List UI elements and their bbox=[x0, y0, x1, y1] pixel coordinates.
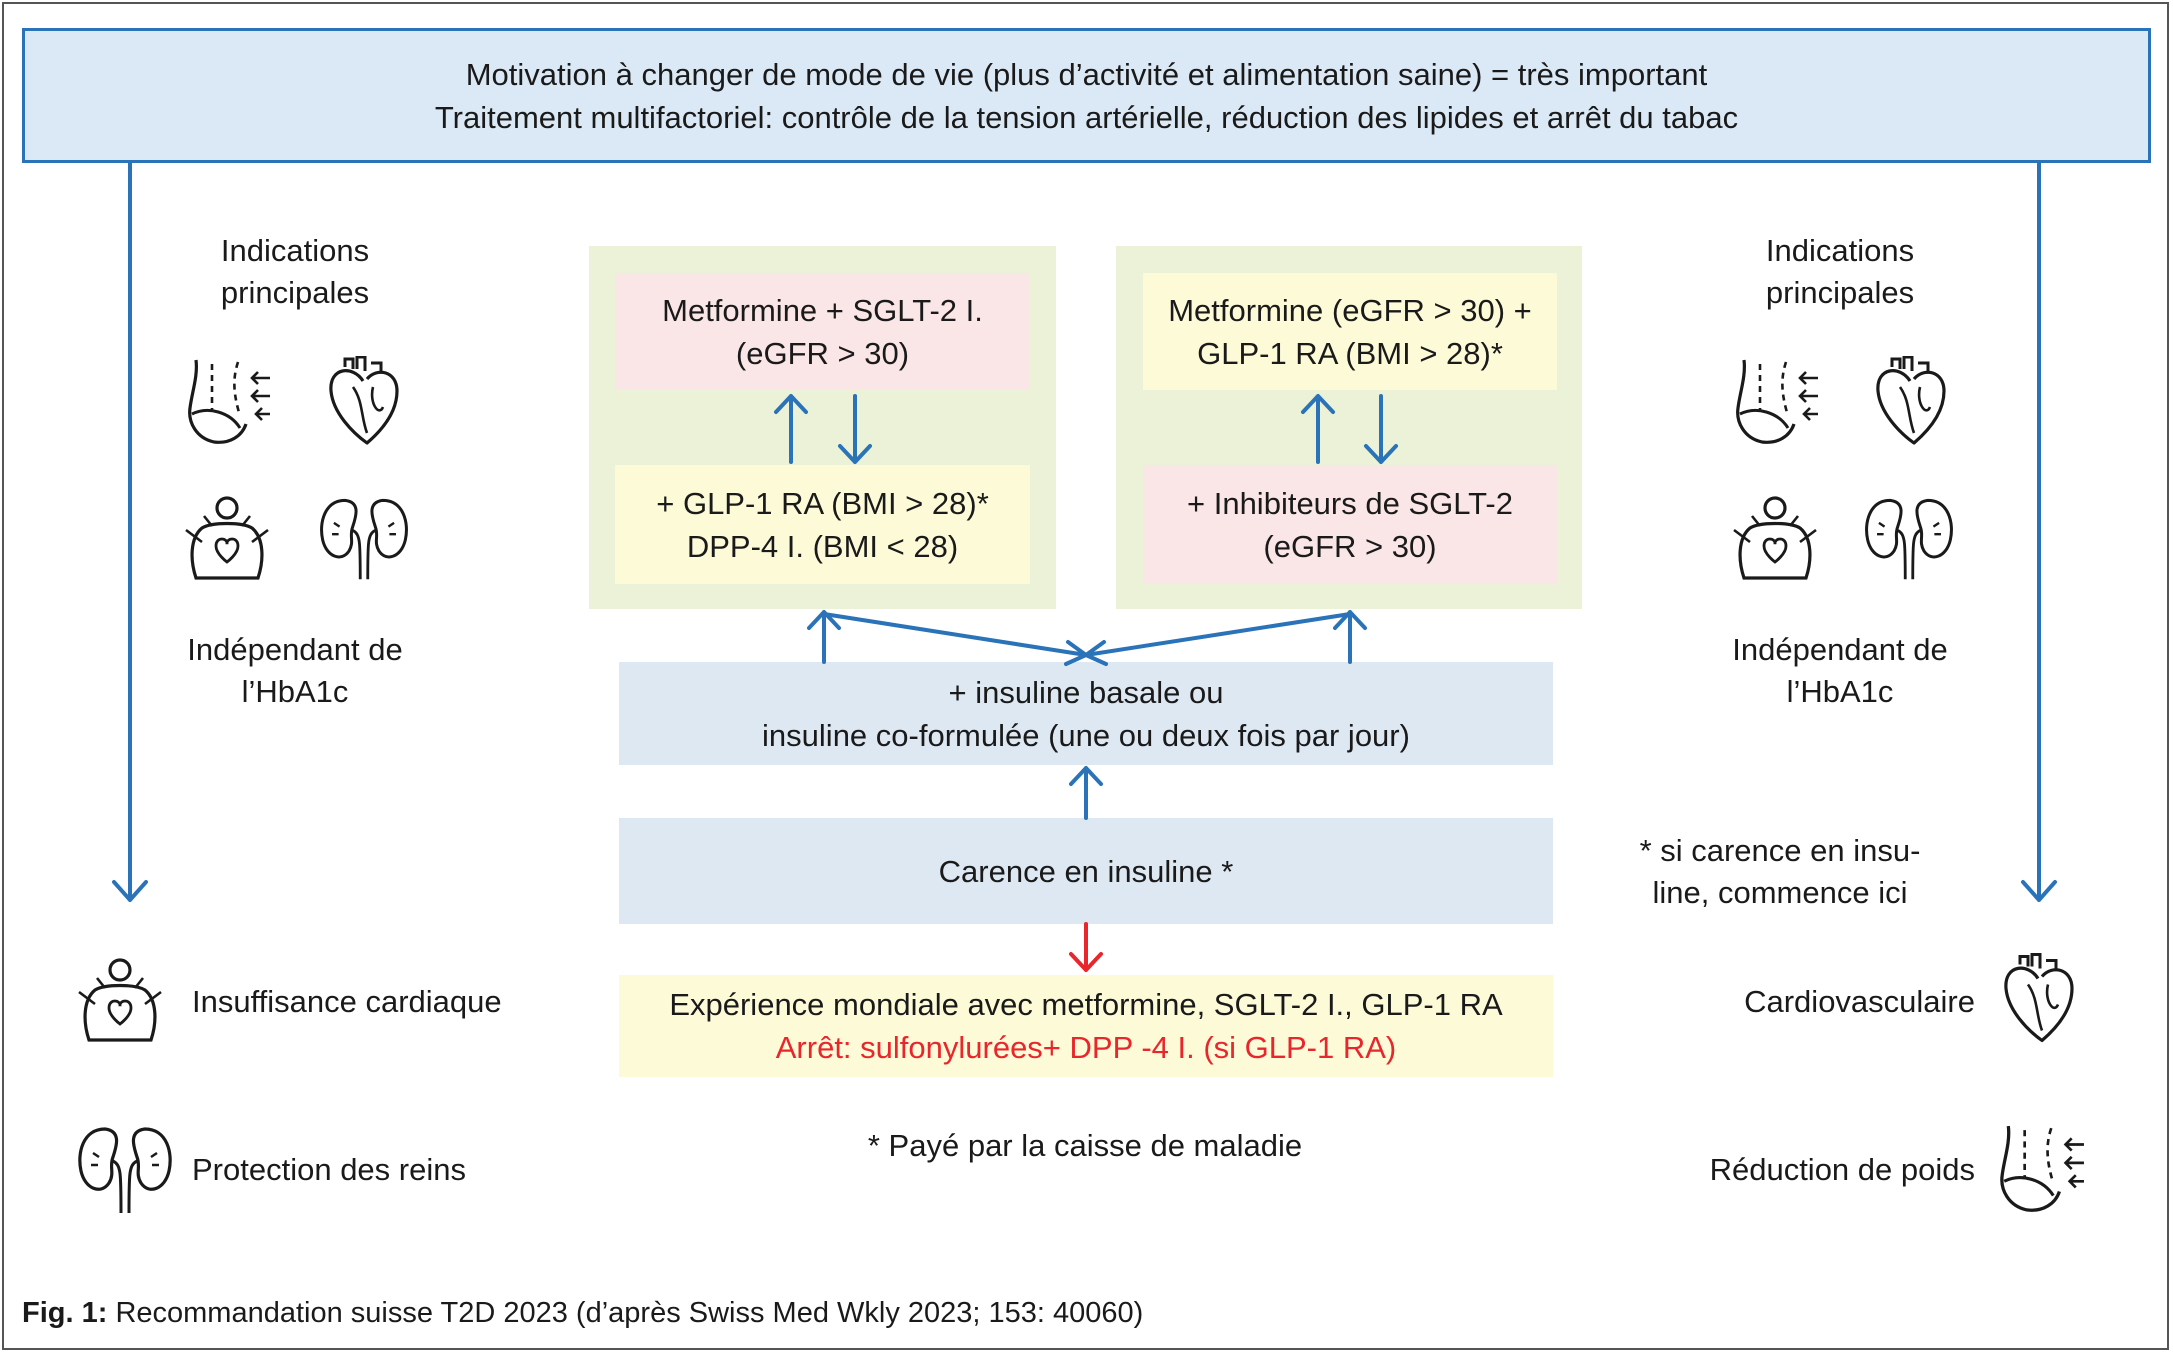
right-option-top-line-2: GLP-1 RA (BMI > 28)* bbox=[1197, 335, 1503, 371]
to-left-panel-arrow bbox=[807, 610, 841, 664]
weight-loss-icon bbox=[182, 356, 272, 446]
experience-line-1: Expérience mondiale avec metformine, SGL… bbox=[669, 987, 1503, 1022]
right-option-bottom-box: + Inhibiteurs de SGLT-2 (eGFR > 30) bbox=[1143, 465, 1557, 584]
left-panel-up-arrow bbox=[774, 394, 808, 464]
left-indications-line-1: Indications bbox=[220, 233, 370, 268]
insulin-line-1: + insuline basale ou bbox=[948, 674, 1224, 710]
right-start-note-line-1: * si carence en insu- bbox=[1639, 833, 1921, 868]
to-right-panel-arrow bbox=[1333, 610, 1367, 664]
experience-line-2: Arrêt: sulfonylurées+ DPP -4 I. (si GLP-… bbox=[775, 1030, 1397, 1065]
global-experience-box: Expérience mondiale avec metformine, SGL… bbox=[619, 975, 1553, 1077]
right-option-bottom-line-2: (eGFR > 30) bbox=[1263, 528, 1437, 564]
weight-loss-icon bbox=[1994, 1120, 2086, 1216]
figure-caption: Fig. 1: Recommandation suisse T2D 2023 (… bbox=[22, 1297, 1143, 1330]
heart-icon bbox=[1998, 952, 2078, 1047]
left-independent-line-1: Indépendant de bbox=[187, 632, 403, 667]
right-indications-title: Indications principales bbox=[1705, 230, 1975, 314]
caption-label: Fig. 1: bbox=[22, 1297, 108, 1329]
cross-arrow-b bbox=[1084, 612, 1352, 666]
insulin-box: + insuline basale ou insuline co-formulé… bbox=[619, 662, 1553, 765]
outcome-kidney-protection: Protection des reins bbox=[192, 1152, 466, 1187]
left-panel-down-arrow bbox=[838, 394, 872, 464]
deficiency-to-experience-arrow bbox=[1069, 922, 1103, 972]
right-panel-up-arrow bbox=[1301, 394, 1335, 464]
outcome-weight-reduction: Réduction de poids bbox=[1709, 1152, 1975, 1187]
kidneys-icon bbox=[75, 1123, 175, 1213]
weight-loss-icon bbox=[1730, 356, 1820, 446]
heart-icon bbox=[1870, 356, 1950, 448]
left-option-bottom-box: + GLP-1 RA (BMI > 28)* DPP-4 I. (BMI < 2… bbox=[615, 465, 1030, 584]
right-start-note-line-2: line, commence ici bbox=[1652, 875, 1908, 910]
right-side-arrow bbox=[2021, 161, 2057, 902]
left-indications-title: Indications principales bbox=[160, 230, 430, 314]
left-option-top-box: Metformine + SGLT-2 I. (eGFR > 30) bbox=[615, 273, 1030, 390]
heart-icon bbox=[323, 356, 403, 448]
heart-failure-icon bbox=[182, 494, 272, 584]
right-indications-line-1: Indications bbox=[1765, 233, 1915, 268]
lifestyle-header-box: Motivation à changer de mode de vie (plu… bbox=[22, 28, 2151, 163]
left-independent-line-2: l’HbA1c bbox=[241, 674, 349, 709]
right-option-bottom-line-1: + Inhibiteurs de SGLT-2 bbox=[1187, 485, 1513, 521]
insulin-deficiency-box: Carence en insuline * bbox=[619, 818, 1553, 924]
left-option-top-line-1: Metformine + SGLT-2 I. bbox=[662, 292, 983, 328]
right-option-top-box: Metformine (eGFR > 30) + GLP-1 RA (BMI >… bbox=[1143, 273, 1557, 390]
outcome-cardiovascular: Cardiovasculaire bbox=[1744, 984, 1975, 1019]
left-indications-line-2: principales bbox=[220, 275, 370, 310]
deficiency-to-insulin-arrow bbox=[1069, 766, 1103, 820]
header-line-2: Traitement multifactoriel: contrôle de l… bbox=[434, 99, 1739, 135]
left-option-bottom-line-1: + GLP-1 RA (BMI > 28)* bbox=[656, 485, 989, 521]
left-option-top-line-2: (eGFR > 30) bbox=[735, 335, 910, 371]
cross-arrow-a bbox=[822, 612, 1088, 666]
kidneys-icon bbox=[317, 494, 411, 580]
header-line-1: Motivation à changer de mode de vie (plu… bbox=[465, 56, 1708, 92]
right-independent-line-1: Indépendant de bbox=[1732, 632, 1948, 667]
outcome-heart-failure: Insuffisance cardiaque bbox=[192, 984, 502, 1019]
heart-failure-icon bbox=[75, 955, 165, 1047]
insulin-deficiency-label: Carence en insuline * bbox=[938, 853, 1234, 889]
right-option-top-line-1: Metformine (eGFR > 30) + bbox=[1168, 292, 1532, 328]
footnote: * Payé par la caisse de maladie bbox=[867, 1128, 1303, 1163]
heart-failure-icon bbox=[1730, 494, 1820, 584]
left-independent-note: Indépendant de l’HbA1c bbox=[160, 629, 430, 713]
right-indications-line-2: principales bbox=[1765, 275, 1915, 310]
right-independent-note: Indépendant de l’HbA1c bbox=[1705, 629, 1975, 713]
left-option-bottom-line-2: DPP-4 I. (BMI < 28) bbox=[686, 528, 959, 564]
kidneys-icon bbox=[1862, 494, 1956, 580]
left-side-arrow bbox=[112, 161, 148, 902]
caption-text: Recommandation suisse T2D 2023 (d’après … bbox=[107, 1297, 1144, 1329]
right-independent-line-2: l’HbA1c bbox=[1786, 674, 1894, 709]
right-start-note: * si carence en insu- line, commence ici bbox=[1630, 830, 1930, 914]
right-panel-down-arrow bbox=[1364, 394, 1398, 464]
insulin-line-2: insuline co-formulée (une ou deux fois p… bbox=[762, 717, 1410, 753]
